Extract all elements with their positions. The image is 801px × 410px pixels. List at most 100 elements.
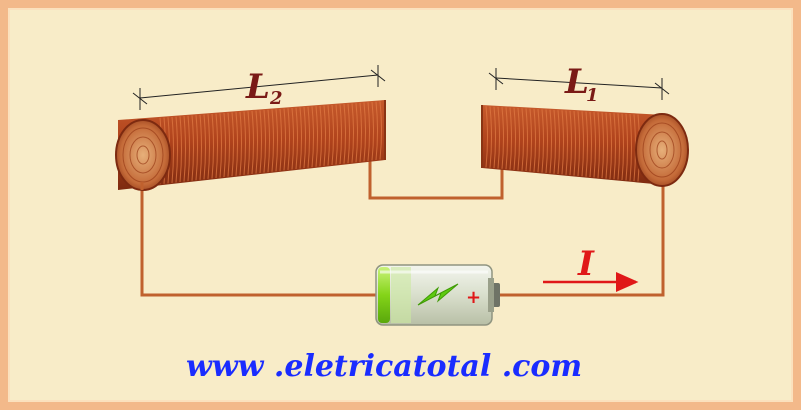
coil-turn	[613, 113, 616, 180]
coil-turn	[625, 113, 628, 181]
coil-turn	[183, 116, 186, 182]
coil-turn	[609, 112, 612, 179]
coil-turn	[509, 107, 512, 170]
coil-turn	[533, 108, 536, 172]
coil-turn	[497, 106, 500, 169]
coil-turn	[581, 111, 584, 177]
coil-turn	[331, 104, 334, 166]
lightning-icon	[417, 283, 459, 306]
coil-turn	[351, 103, 354, 163]
coil-turn	[239, 111, 242, 176]
coil-turn	[291, 107, 294, 170]
coil-turn	[577, 111, 580, 176]
coil-turn	[501, 107, 504, 169]
coil-turn	[363, 102, 366, 162]
coil-turn	[585, 111, 588, 177]
coil-turn	[589, 111, 592, 178]
coil-turn	[283, 108, 286, 171]
coil-turn	[525, 108, 528, 172]
coil-turn	[307, 106, 310, 168]
coil-turn	[259, 110, 262, 174]
coil-turn	[315, 106, 318, 167]
coil-turn	[621, 113, 624, 181]
coil-turn	[263, 110, 266, 173]
coil-turn	[247, 111, 250, 175]
coil-turn	[601, 112, 604, 179]
label-l2-subscript: 2	[269, 88, 283, 109]
inductor-l2	[115, 100, 386, 191]
coil-turn	[199, 114, 202, 180]
coil-turn	[629, 114, 632, 181]
coil-turn	[211, 113, 214, 179]
coil-turn	[485, 106, 488, 168]
coil-turn	[323, 105, 326, 166]
coil-turn	[271, 109, 274, 172]
coil-turn	[593, 112, 596, 178]
coil-turn	[347, 103, 350, 164]
website-url: www .eletricatotal .com	[186, 349, 582, 384]
coil-turn	[573, 110, 576, 176]
coil-turn	[227, 112, 230, 177]
coil-turn	[179, 116, 182, 183]
coil-turn	[191, 115, 194, 181]
coil-turn	[549, 109, 552, 174]
coil-turn	[207, 114, 210, 179]
circuit-wires	[140, 160, 665, 297]
coil-turn	[521, 108, 524, 171]
coil-turn	[565, 110, 568, 175]
coil-turn	[235, 112, 238, 176]
coil-turn	[335, 104, 338, 165]
coil-turn	[561, 110, 564, 175]
coil-turn	[175, 116, 178, 183]
coil-turn	[513, 107, 516, 171]
coil-turn	[545, 109, 548, 173]
coil-turn	[303, 107, 306, 169]
coil-turn	[359, 102, 362, 162]
coil-turn	[299, 107, 302, 169]
coil-turn	[215, 113, 218, 179]
dimension-l2	[132, 65, 386, 110]
coil-turn	[605, 112, 608, 179]
coil-turn	[275, 109, 278, 172]
coil-turn	[319, 105, 322, 167]
current-label: I	[577, 244, 595, 284]
coil-turn	[505, 107, 508, 170]
coil-turn	[267, 109, 270, 173]
coil-turn	[195, 115, 198, 181]
coil-turn	[255, 110, 258, 174]
coil-turn	[171, 116, 174, 183]
coil-turn	[219, 113, 222, 178]
coil-turn	[367, 102, 370, 161]
coil-turn	[541, 109, 544, 173]
label-l1-subscript: 1	[586, 85, 599, 106]
coil-turn	[537, 109, 540, 173]
coil-turn	[279, 108, 282, 171]
coil-turn	[343, 104, 346, 164]
coil-turn	[231, 112, 234, 177]
coil-turn	[553, 109, 556, 174]
coil-turn	[287, 108, 290, 170]
coil-turn	[617, 113, 620, 180]
coil-turn	[295, 107, 298, 170]
coil-turn	[569, 110, 572, 176]
battery-icon: +	[375, 264, 500, 326]
coil-turn	[493, 106, 496, 169]
coil-turn	[597, 112, 600, 178]
label-l2: L	[245, 67, 270, 107]
inductor-l1	[481, 105, 689, 187]
coil-turn	[311, 106, 314, 168]
coil-turn	[355, 103, 358, 163]
coil-turn	[375, 101, 378, 161]
coil-turn	[379, 101, 382, 160]
coil-turn	[557, 110, 560, 175]
coil-turn	[251, 110, 254, 174]
coil-turn	[203, 114, 206, 180]
dimension-l1	[488, 68, 670, 100]
coil-turn	[187, 115, 190, 182]
coil-turn	[327, 105, 330, 166]
coil-turn	[517, 107, 520, 171]
battery-plus-sign: +	[466, 287, 481, 308]
coil-turn	[223, 113, 226, 178]
